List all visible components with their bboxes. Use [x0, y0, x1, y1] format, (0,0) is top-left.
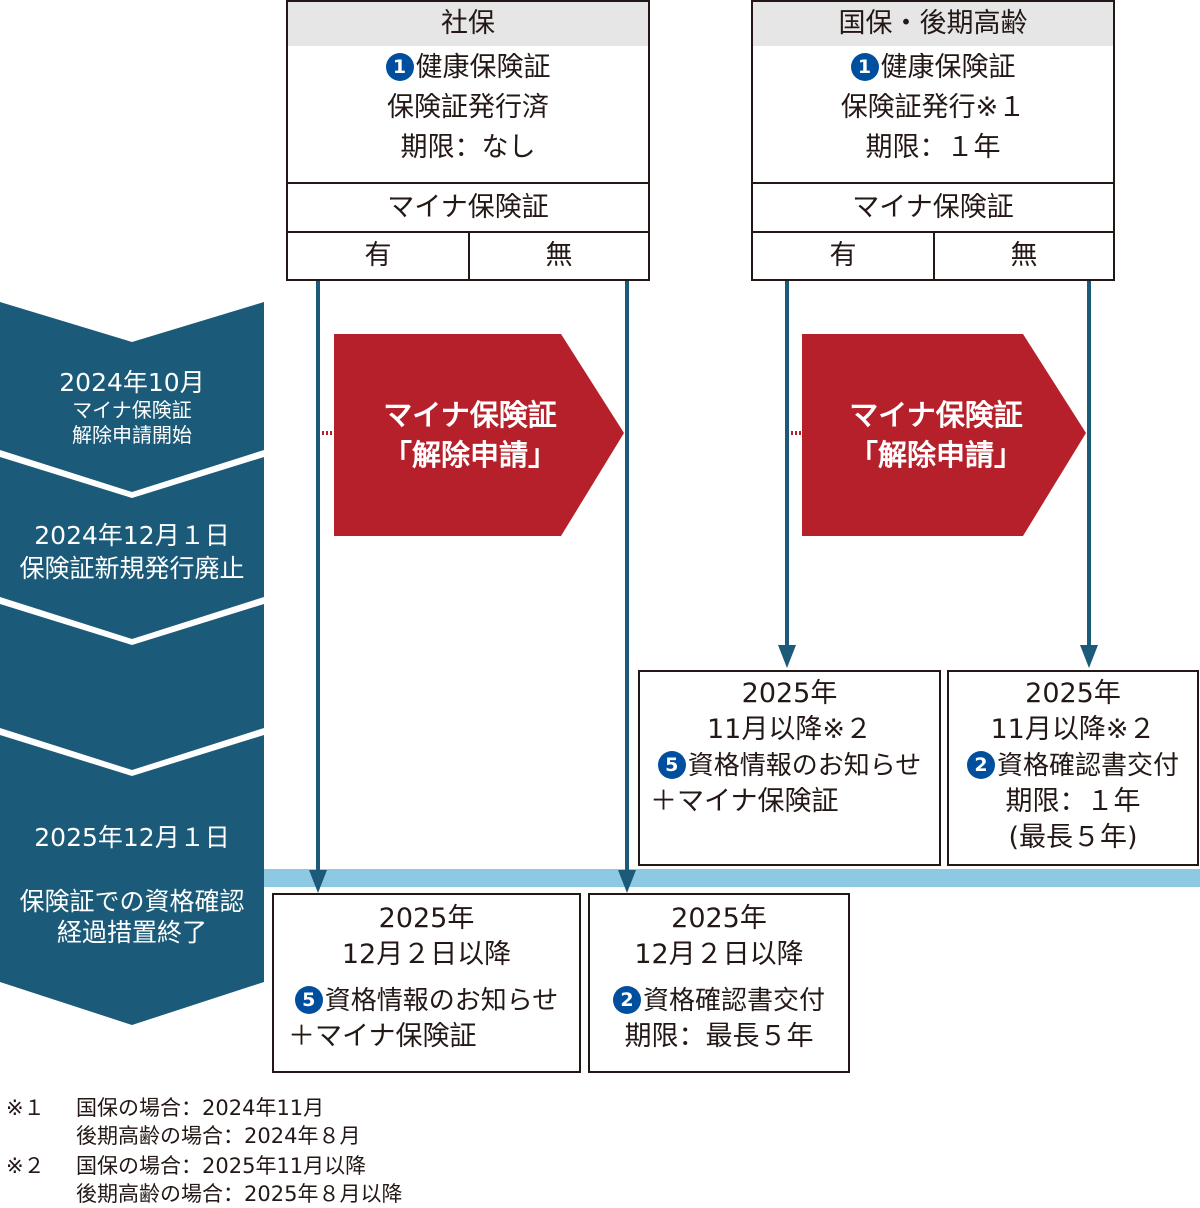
badge-circle-number-icon: 2 [966, 751, 995, 779]
timeline-oct2024-label2: 解除申請開始 [72, 423, 192, 447]
release-label-shaho-2: 「解除申請」 [382, 438, 557, 472]
footnote-1-line-a: 国保の場合：2024年11月 [76, 1096, 325, 1120]
outcome-item: 資格確認書交付 [642, 986, 825, 1016]
timeline-dec2024-date: 2024年12月１日 [34, 521, 230, 550]
outcome-extra: ＋マイナ保険証 [650, 786, 839, 817]
outcome-year: 2025年 [1025, 678, 1121, 709]
outcome-year: 2025年 [378, 903, 475, 934]
timeline-oct2024-label1: マイナ保険証 [72, 398, 192, 422]
outcome-item: 資格情報のお知らせ [324, 986, 559, 1016]
shaho-yes-label: 有 [364, 240, 392, 271]
outcome-term: 期限：最長５年 [624, 1021, 814, 1052]
divider [288, 231, 648, 233]
kokuho-issue: 保険証発行※１ [840, 92, 1026, 123]
arrowhead-shaho-no [618, 870, 636, 893]
kokuho-mynacard-label: マイナ保険証 [852, 192, 1014, 223]
outcome-when: 11月以降※２ [990, 714, 1156, 745]
timeline-dec2025-date: 2025年12月１日 [34, 823, 230, 852]
kokuho-title-bar: 国保・後期高齢 [753, 2, 1113, 46]
cutoff-band [264, 869, 1200, 887]
badge-circle-number-icon: 2 [612, 986, 641, 1014]
release-arrow-kokuho [802, 334, 1086, 536]
shaho-issue: 保険証発行済 [387, 92, 549, 123]
outcome-item: 資格確認書交付 [996, 751, 1179, 781]
release-label-kokuho-1: マイナ保険証 [849, 398, 1023, 432]
footnote-1-mark: ※１ [6, 1096, 45, 1120]
divider [468, 233, 470, 279]
kokuho-card-label: 健康保険証 [880, 52, 1016, 83]
shaho-no-label: 無 [545, 240, 573, 271]
outcome-when: 11月以降※２ [707, 714, 872, 745]
badge-circle-number-icon: 1 [850, 53, 879, 81]
outcome-year: 2025年 [741, 678, 838, 709]
badge-circle-number-icon: 1 [385, 53, 414, 81]
timeline-dec2025-label2: 経過措置終了 [56, 918, 207, 947]
outcome-extra: ＋マイナ保険証 [288, 1021, 477, 1052]
divider [753, 182, 1113, 184]
timeline-dec2025-label1: 保険証での資格確認 [19, 887, 245, 916]
arrowhead-kokuho-yes [778, 645, 796, 668]
badge-circle-number-icon: 5 [657, 751, 686, 779]
kokuho-no-label: 無 [1010, 240, 1038, 271]
divider [753, 231, 1113, 233]
shaho-title: 社保 [441, 8, 495, 39]
footnote-1-line-b: 後期高齢の場合：2024年８月 [76, 1124, 361, 1148]
footnote-2-line-a: 国保の場合：2025年11月以降 [76, 1154, 367, 1178]
footnote-2-line-b: 後期高齢の場合：2025年８月以降 [76, 1182, 403, 1206]
kokuho-term: 期限：１年 [865, 132, 1001, 163]
outcome-year: 2025年 [671, 903, 767, 934]
timeline-chevron-3 [0, 604, 264, 770]
outcome-max: (最長５年) [1008, 822, 1138, 853]
timeline-chevron-2 [0, 457, 264, 639]
shaho-title-bar: 社保 [288, 2, 648, 46]
outcome-when: 12月２日以降 [341, 939, 512, 970]
timeline-chevron-4 [0, 735, 264, 1025]
shaho-mynacard-label: マイナ保険証 [387, 192, 549, 223]
timeline-dec2024-desc: 保険証新規発行廃止 [19, 554, 245, 583]
shaho-card-label: 健康保険証 [415, 52, 551, 83]
shaho-term: 期限：なし [400, 132, 536, 163]
release-arrow-shaho [334, 334, 624, 536]
release-label-shaho-1: マイナ保険証 [383, 398, 557, 432]
outcome-when: 12月２日以降 [634, 939, 804, 970]
footnote-2-mark: ※２ [6, 1154, 45, 1178]
badge-circle-number-icon: 5 [294, 986, 323, 1014]
outcome-term: 期限：１年 [1005, 786, 1141, 817]
divider [288, 182, 648, 184]
release-label-kokuho-2: 「解除申請」 [848, 438, 1023, 472]
kokuho-title: 国保・後期高齢 [838, 8, 1028, 39]
timeline-oct2024-date: 2024年10月 [59, 368, 205, 397]
timeline-chevron-1 [0, 302, 264, 492]
arrowhead-shaho-yes [309, 870, 327, 893]
arrowhead-kokuho-no [1080, 645, 1098, 668]
kokuho-yes-label: 有 [829, 240, 857, 271]
outcome-item: 資格情報のお知らせ [687, 751, 922, 781]
divider [933, 233, 935, 279]
